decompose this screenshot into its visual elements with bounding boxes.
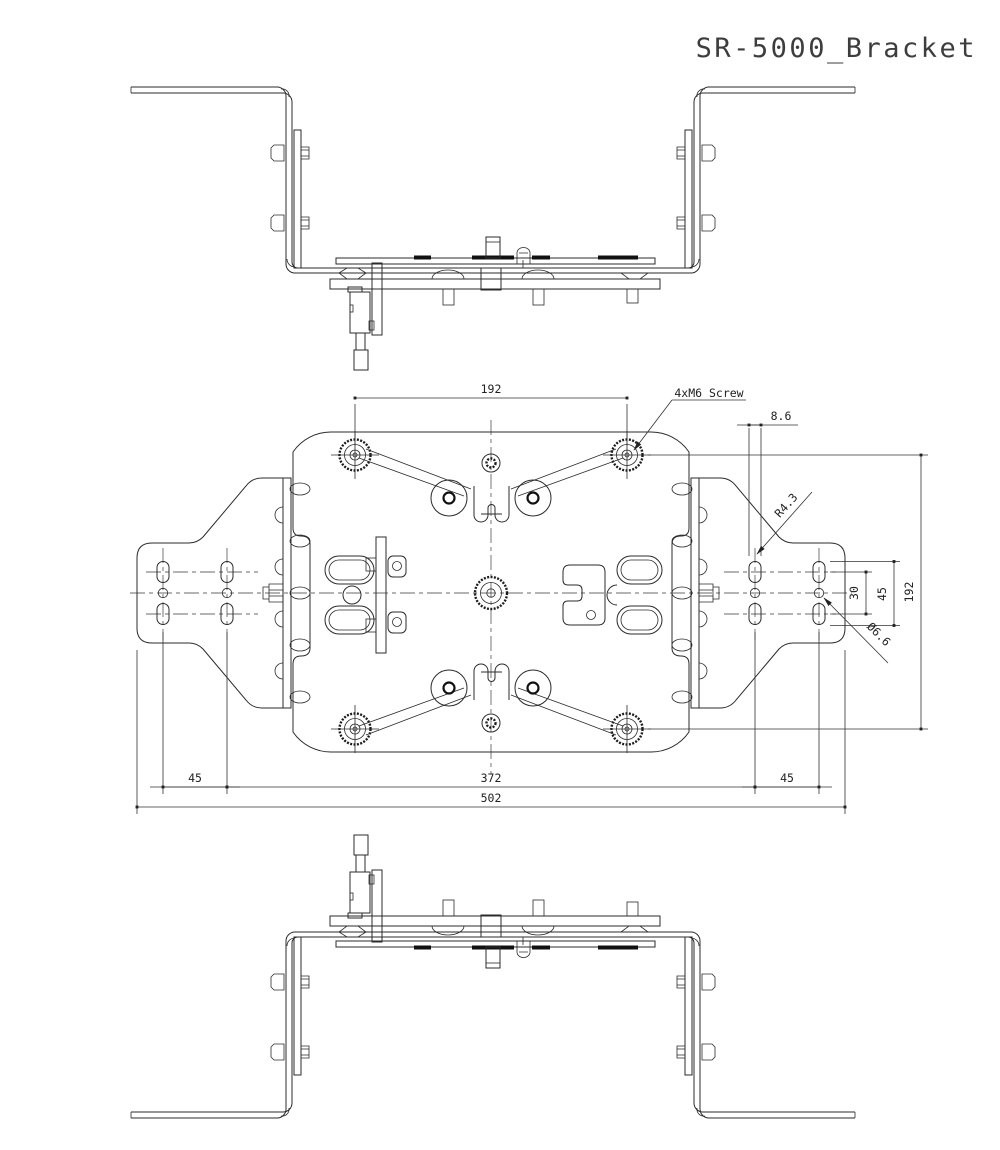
corner-screw [329,703,381,755]
right-ear-outline [697,477,846,709]
bottom-view [130,834,856,1119]
gusset-lines [358,448,624,736]
top-view [130,86,856,371]
left-side-bar [262,477,311,709]
plate-outline [292,431,690,753]
top-pin-hole [485,457,497,469]
dim-screw-pitch-h-label: 192 [481,382,502,396]
corner-screw [601,703,653,755]
left-ear-slots [156,561,234,625]
dim-slot-row-span-label: 45 [875,587,889,601]
bottom-fork-cutout [473,663,510,700]
drawing-title: SR-5000_Bracket [696,33,977,64]
right-ear-slots [748,561,826,625]
dim-overall-width-label: 502 [481,791,502,805]
dim-ear-col-pitch-right-label: 45 [780,771,794,785]
right-side-bar [671,477,720,709]
screw-callout-label: 4xM6 Screw [674,386,743,400]
dimensions: 192 4xM6 Screw 8.6 R4.3 192 30 45 Ø6.6 [135,382,928,814]
left-slide-mechanism [324,536,407,654]
dim-center-hole-dia-label: Ø6.6 [864,619,894,649]
dim-slot-radius-label: R4.3 [772,490,801,520]
dim-ear-col-pitch-left-label: 45 [188,771,202,785]
bottom-pin-hole [485,717,497,729]
dim-slot-width-label: 8.6 [771,409,792,423]
dim-slot-row-pitch-label: 30 [847,586,861,600]
right-latch-mechanism [562,555,663,635]
dim-screw-pitch-v-label: 192 [902,582,916,603]
center-hub [473,575,509,611]
top-fork-cutout [473,486,510,523]
plan-view: 192 4xM6 Screw 8.6 R4.3 192 30 45 Ø6.6 [130,382,928,814]
left-ear-outline [136,477,285,709]
dim-inner-col-span-label: 372 [481,771,502,785]
